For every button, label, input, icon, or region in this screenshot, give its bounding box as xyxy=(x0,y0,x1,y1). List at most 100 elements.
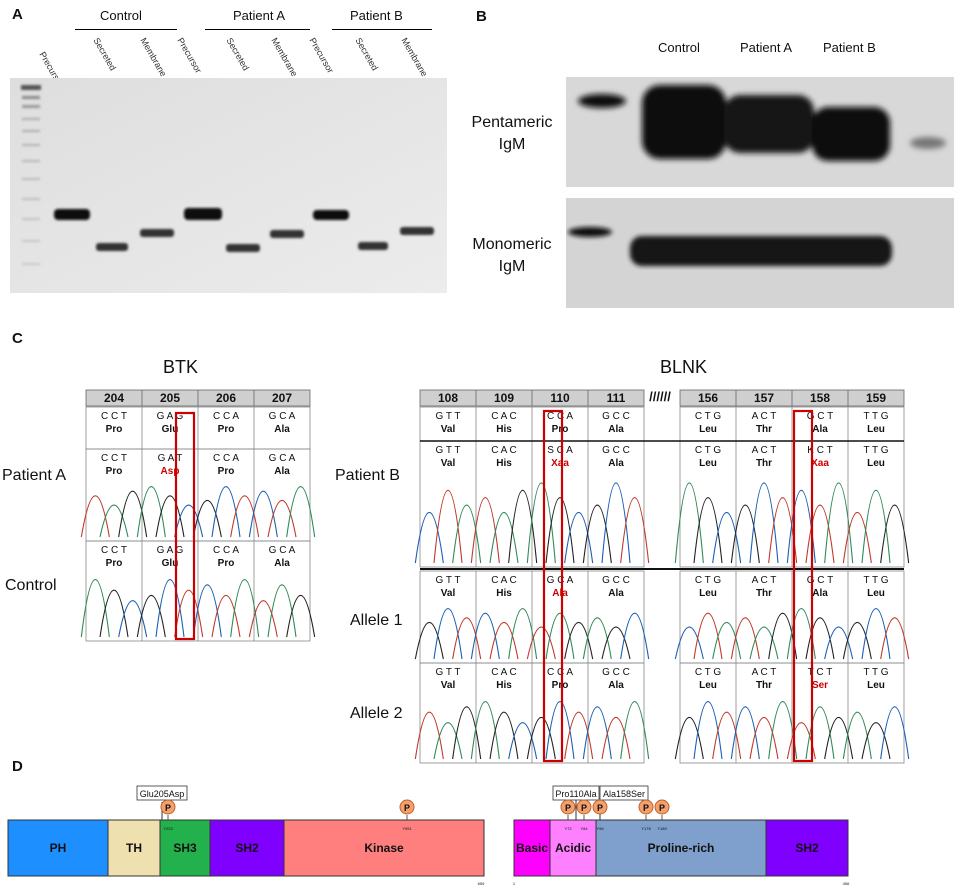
chromatogram-peak xyxy=(674,482,704,564)
amino-acid-label: Leu xyxy=(867,424,885,435)
chromatogram-peak xyxy=(582,504,612,564)
lane-label-8: Secreted xyxy=(353,36,381,73)
nucleotide-triplet: C A C xyxy=(491,411,517,422)
chromatogram-peak xyxy=(564,622,594,660)
amino-acid-label: Ala xyxy=(552,588,568,599)
nucleotide-triplet: G T T xyxy=(435,445,460,456)
nucleotide-triplet: C T G xyxy=(695,575,722,586)
btk-mutation-label: Glu205Asp xyxy=(140,789,185,799)
chromatogram-peak xyxy=(730,504,760,564)
chromatogram-peak xyxy=(564,512,594,564)
amino-acid-label: His xyxy=(496,680,512,691)
panel-b-letter: B xyxy=(476,8,487,25)
chromatogram-peak xyxy=(433,490,463,564)
blnk-site-label: Y84 xyxy=(580,826,588,831)
amino-acid-label: Thr xyxy=(756,458,772,469)
amino-acid-label: His xyxy=(496,588,512,599)
chromatogram-peak xyxy=(174,504,204,538)
amino-acid-label: Ala xyxy=(608,680,624,691)
blnk-domain-label: Proline-rich xyxy=(648,841,715,855)
amino-acid-label: Xaa xyxy=(551,458,569,469)
western-blot-monomeric xyxy=(566,198,954,308)
chromatogram-peak xyxy=(433,608,463,660)
blnk-title: BLNK xyxy=(660,357,708,377)
chromatogram-peak xyxy=(452,617,482,660)
western-blot-pentameric xyxy=(566,77,954,187)
gel-group-line-patient-b xyxy=(332,29,432,30)
chromatogram-peak xyxy=(248,490,278,538)
chromatogram-peak xyxy=(136,486,166,538)
nucleotide-triplet: G C A xyxy=(269,453,296,464)
lane-label-4: Precursor xyxy=(175,36,204,75)
blot-col-control: Control xyxy=(658,40,700,55)
chromatogram-peak xyxy=(155,495,185,538)
blnk-phospho-site-icon xyxy=(576,799,592,815)
amino-acid-label: Leu xyxy=(699,680,717,691)
chromatogram-peak xyxy=(861,722,891,760)
amino-acid-label: Ser xyxy=(812,680,828,691)
lane-label-3: Membrane xyxy=(138,36,169,79)
chromatogram-peak xyxy=(545,701,575,760)
chromatogram-peak xyxy=(712,711,742,760)
amino-acid-label: Val xyxy=(441,680,456,691)
btk-phospho-site-icon xyxy=(160,799,176,815)
chromatogram-peak xyxy=(824,716,854,760)
gel-group-patient-b: Patient B xyxy=(350,8,403,23)
amino-acid-label: Glu xyxy=(162,558,179,569)
blot-row-label-monomeric: Monomeric IgM xyxy=(462,234,562,278)
nucleotide-triplet: G C C xyxy=(602,667,630,678)
chromatogram-peak xyxy=(80,579,110,638)
amino-acid-label: Xaa xyxy=(811,458,829,469)
codon-number: 205 xyxy=(160,391,180,405)
btk-domain-label: SH3 xyxy=(173,841,197,855)
chromatogram-peak xyxy=(824,482,854,564)
gel-group-line-control xyxy=(75,29,177,30)
chromatogram-peak xyxy=(805,706,835,760)
nucleotide-triplet: G T T xyxy=(435,667,460,678)
chromatogram-peak xyxy=(508,490,538,564)
chromatogram-peak xyxy=(526,626,556,660)
nucleotide-triplet: C T G xyxy=(695,667,722,678)
chromatogram-peak xyxy=(768,701,798,760)
nucleotide-triplet: G T T xyxy=(435,575,460,586)
chromatogram-peak xyxy=(842,622,872,660)
btk-domain-kinase xyxy=(283,819,485,877)
chromatogram-peak xyxy=(842,711,872,760)
codon-number: 111 xyxy=(607,391,626,405)
blnk-domain-prolinerich xyxy=(595,819,767,877)
agarose-gel-image xyxy=(10,78,447,293)
amino-acid-label: Asp xyxy=(161,466,180,477)
nucleotide-triplet: G C C xyxy=(602,411,630,422)
chromatogram-peak xyxy=(712,622,742,660)
chromatogram-peak xyxy=(230,579,260,638)
chromatogram-peak xyxy=(805,617,835,660)
btk-domain-th xyxy=(107,819,161,877)
chromatogram-peak xyxy=(414,512,444,564)
chromatogram-peak xyxy=(118,600,148,638)
panel-c-letter: C xyxy=(12,330,23,347)
chromatogram-peak xyxy=(452,504,482,564)
chromatogram-peak xyxy=(620,612,650,660)
nucleotide-triplet: C T G xyxy=(695,411,722,422)
nucleotide-triplet: A C T xyxy=(752,667,777,678)
nucleotide-triplet: G C A xyxy=(269,411,296,422)
nucleotide-triplet: C C T xyxy=(101,453,127,464)
blnk-phospho-symbol: P xyxy=(659,803,665,813)
blnk-end-label: 456 xyxy=(843,881,850,886)
chromatogram-peak xyxy=(564,711,594,760)
gel-group-line-patient-a xyxy=(205,29,310,30)
chromatogram-peak xyxy=(286,486,316,538)
blnk-mutation-box-2 xyxy=(599,785,649,801)
amino-acid-label: Glu xyxy=(162,424,179,435)
blnk-site-label: Y96 xyxy=(596,826,604,831)
nucleotide-triplet: G C A xyxy=(269,545,296,556)
btk-phospho-symbol: P xyxy=(165,803,171,813)
blnk-site-label: Y189 xyxy=(657,826,667,831)
chromatogram-peak xyxy=(414,711,444,760)
amino-acid-label: Pro xyxy=(106,558,123,569)
btk-title: BTK xyxy=(163,357,199,377)
chromatogram-peak xyxy=(80,495,110,538)
gel-group-control: Control xyxy=(100,8,142,23)
